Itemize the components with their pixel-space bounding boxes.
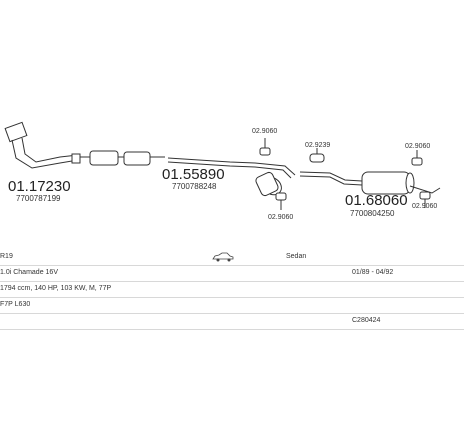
model-name: R19 xyxy=(0,253,13,260)
vehicle-info-table: R19 Sedan 1.0i Chamade 16V 01/89 - 04/92… xyxy=(0,250,464,330)
car-icon xyxy=(212,252,234,262)
part-number: 01.17230 xyxy=(8,178,71,195)
oem-number: 7700787199 xyxy=(16,194,61,203)
part-number: 01.55890 xyxy=(162,166,225,183)
fitting-number: 02.9239 xyxy=(305,142,330,149)
info-row-engine: 1.0i Chamade 16V 01/89 - 04/92 xyxy=(0,266,464,282)
front-pipe-part[interactable] xyxy=(4,121,81,169)
oem-number: 7700788248 xyxy=(172,182,217,191)
oem-number: 7700804250 xyxy=(350,209,395,218)
engine-specs: 1794 ccm, 140 HP, 103 KW, M, 77P xyxy=(0,285,112,292)
hanger-fitting-icon[interactable] xyxy=(275,192,287,210)
engine-code: F7P L630 xyxy=(0,301,31,308)
engine-name: 1.0i Chamade 16V xyxy=(0,269,58,276)
info-row-model: R19 Sedan xyxy=(0,250,464,266)
middle-pipe-part[interactable] xyxy=(167,157,296,198)
clamp-fitting-icon[interactable] xyxy=(309,148,325,163)
part-number: 01.68060 xyxy=(345,192,408,209)
fitting-number: 02.9060 xyxy=(412,203,437,210)
info-row-code: F7P L630 xyxy=(0,298,464,314)
fitting-number: 02.9060 xyxy=(268,214,293,221)
hanger-fitting-icon[interactable] xyxy=(259,138,271,156)
fitting-number: 02.9060 xyxy=(252,128,277,135)
hanger-fitting-icon[interactable] xyxy=(411,150,423,166)
hanger-fitting-icon[interactable] xyxy=(419,191,431,208)
exhaust-system-diagram: 01.17230 7700787199 01.55890 7700788248 … xyxy=(4,121,441,221)
catalog-number: C280424 xyxy=(352,317,381,324)
body-type: Sedan xyxy=(286,253,307,260)
centre-pipe-part[interactable] xyxy=(80,150,165,166)
info-row-specs: 1794 ccm, 140 HP, 103 KW, M, 77P xyxy=(0,282,464,298)
year-range: 01/89 - 04/92 xyxy=(352,269,394,276)
fitting-number: 02.9060 xyxy=(405,143,430,150)
rear-silencer-part[interactable] xyxy=(299,171,441,195)
info-row-catalog: C280424 xyxy=(0,314,464,330)
